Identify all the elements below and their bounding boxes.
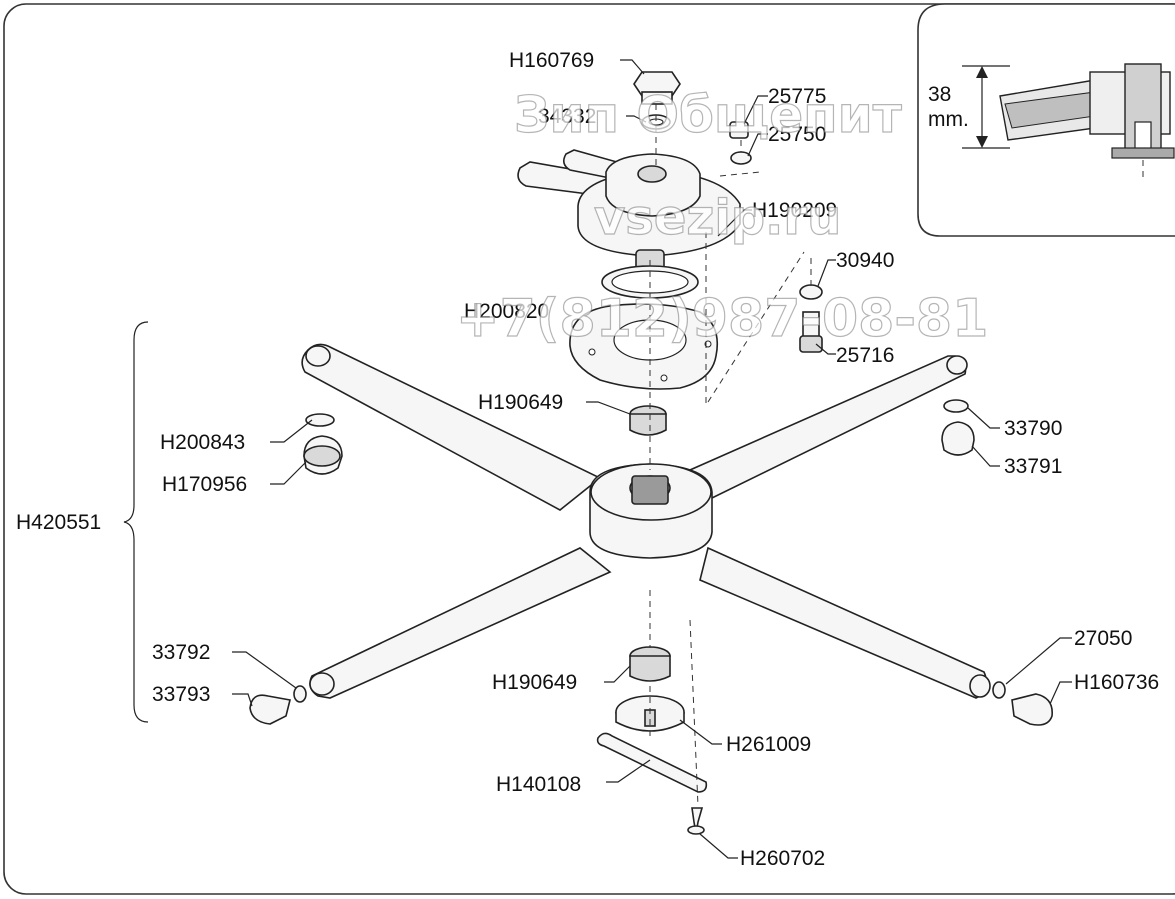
label-h200843: H200843 xyxy=(160,431,245,454)
label-30940: 30940 xyxy=(836,249,894,272)
watermark-site: vsezip.ru xyxy=(594,190,841,246)
watermark-phone: +7(812)987-08-81 xyxy=(456,289,988,349)
assembly-brace xyxy=(123,321,149,723)
label-33790: 33790 xyxy=(1004,417,1062,440)
watermark-company: Зип Общепит xyxy=(514,86,902,144)
label-h200820: H200820 xyxy=(464,300,549,323)
label-h160769: H160769 xyxy=(509,49,594,72)
label-34332: 34332 xyxy=(538,105,596,128)
label-h261009: H261009 xyxy=(726,733,811,756)
label-33793: 33793 xyxy=(152,683,210,706)
axis-lines xyxy=(649,104,812,807)
part-labels: H160769 34332 25775 25750 H190209 30940 … xyxy=(16,49,1159,870)
label-33792: 33792 xyxy=(152,641,210,664)
leader-lines xyxy=(232,59,1072,859)
inset-dimension-value: 38 xyxy=(928,83,951,106)
label-h190649-top: H190649 xyxy=(478,391,563,414)
label-h190209: H190209 xyxy=(752,199,837,222)
label-33791: 33791 xyxy=(1004,455,1062,478)
end-caps xyxy=(249,399,1053,726)
label-25750: 25750 xyxy=(768,123,826,146)
diagram-frame xyxy=(3,3,1175,895)
inset-detail: 38 mm. xyxy=(917,3,1175,237)
inset-dimension-unit: mm. xyxy=(928,108,969,131)
label-25716: 25716 xyxy=(836,344,894,367)
label-h140108: H140108 xyxy=(496,773,581,796)
label-27050: 27050 xyxy=(1074,627,1132,650)
label-h190649-bottom: H190649 xyxy=(492,671,577,694)
label-h260702: H260702 xyxy=(740,847,825,870)
cross-base xyxy=(301,343,991,699)
watermark: Зип Общепит vsezip.ru +7(812)987-08-81 xyxy=(455,85,988,349)
label-h420551: H420551 xyxy=(16,511,101,534)
label-h170956: H170956 xyxy=(162,473,247,496)
head-assembly xyxy=(517,71,823,436)
bottom-parts xyxy=(596,646,708,835)
label-25775: 25775 xyxy=(768,85,826,108)
label-h160736: H160736 xyxy=(1074,671,1159,694)
